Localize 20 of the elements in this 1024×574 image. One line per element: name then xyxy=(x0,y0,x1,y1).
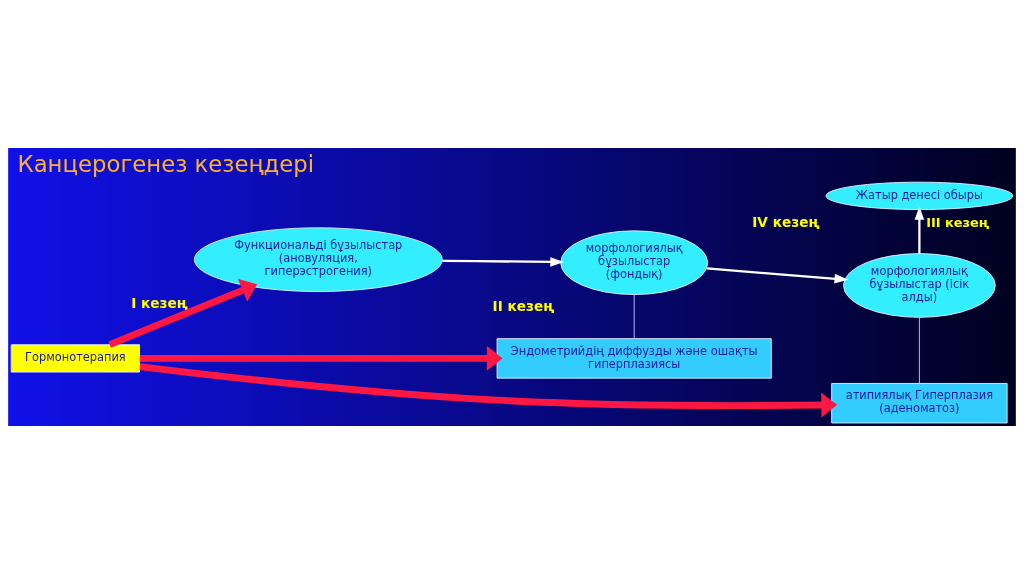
node-box: Гормонотерапия xyxy=(10,344,140,373)
arrow xyxy=(706,267,849,284)
connector xyxy=(633,293,635,340)
node-ellipse: морфологиялық бұзылыстар (ісік алды) xyxy=(843,253,996,318)
arrow xyxy=(108,278,258,348)
node-label: IV кезең xyxy=(752,213,820,230)
node-label: I кезең xyxy=(131,295,188,312)
node-ellipse: морфологиялық бұзылыстар (фондық) xyxy=(560,230,709,295)
arrow xyxy=(442,257,564,267)
node-box: атипиялық Гиперплазия (аденоматоз) xyxy=(831,383,1008,424)
arrow xyxy=(139,363,838,418)
node-ellipse: Функциональді бұзылыстар (ановуляция, гиперэстрогения) xyxy=(193,227,443,292)
edge-label: III кезең xyxy=(926,215,990,231)
node-box: Эндометрийдің диффузды және ошақты гиперплазиясы xyxy=(496,338,772,379)
diagram-title: Канцерогенез кезеңдері xyxy=(17,151,315,178)
arrow xyxy=(914,206,925,254)
node-ellipse: Жатыр денесі обыры xyxy=(825,181,1014,210)
node-label: II кезең xyxy=(492,298,555,315)
arrow xyxy=(139,345,503,371)
connector xyxy=(918,316,920,384)
